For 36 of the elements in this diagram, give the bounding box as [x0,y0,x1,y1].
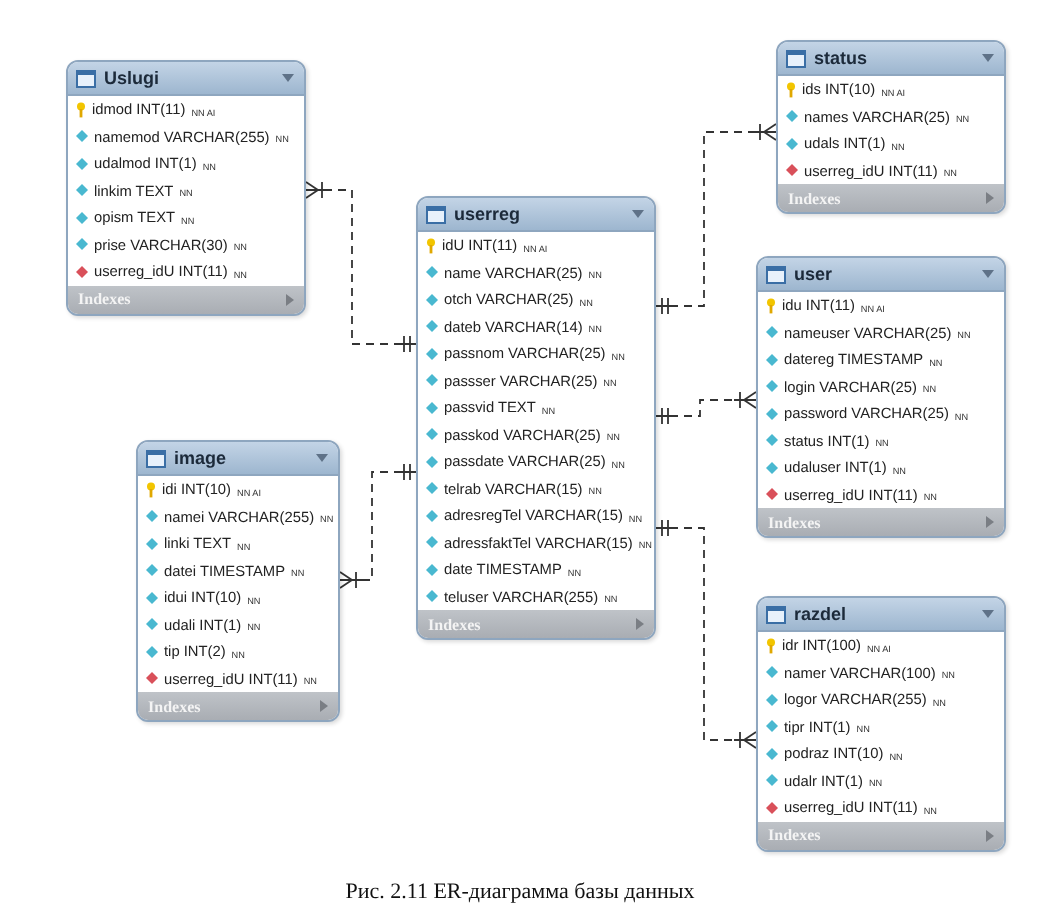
indexes-label: Indexes [78,290,133,308]
column-row [758,292,1004,319]
table-name: razdel [794,604,849,624]
table-name: status [814,48,870,68]
column-row [758,632,1004,659]
entity-table [756,256,1006,538]
entity-table [66,60,306,315]
table-name: image [174,448,229,468]
column-row [418,232,654,259]
indexes-label: Indexes [428,615,483,633]
table-name: user [794,264,835,284]
relationship-line [655,519,757,749]
indexes-label: Indexes [788,189,843,207]
column-row [758,481,1004,508]
column-row [758,794,1004,821]
entity-table [756,596,1006,851]
column-row [138,665,338,692]
relationship-line [339,463,417,589]
column-row [68,96,304,123]
column-row [778,157,1004,184]
column-row [138,476,338,503]
entity-table [136,440,340,722]
indexes-label: Indexes [148,697,203,715]
column-row [778,76,1004,103]
indexes-label: Indexes [768,513,823,531]
table-name: userreg [454,204,523,224]
figure-caption: Рис. 2.11 ER-диаграмма базы данных [343,880,697,904]
relationship-line [305,181,417,353]
column-row [68,258,304,285]
entity-table [416,196,656,640]
entity-table [776,40,1006,214]
table-name: Uslugi [104,68,162,88]
relationship-line [655,391,757,425]
column-row [418,583,654,610]
relationship-line [655,123,777,315]
indexes-label: Indexes [768,826,823,844]
